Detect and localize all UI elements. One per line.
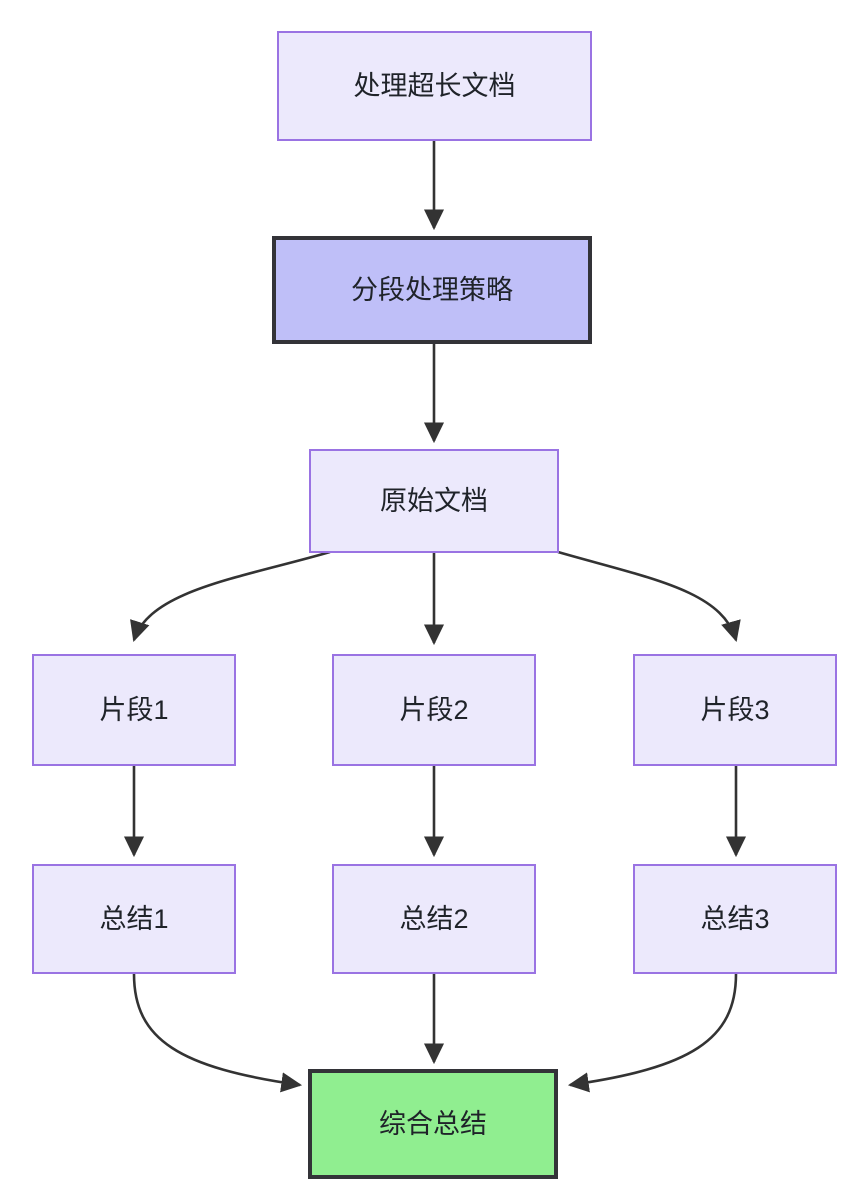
node-summary-1[interactable]: 总结1 bbox=[32, 864, 236, 974]
edge-summary1-to-final bbox=[132, 973, 303, 1093]
edge-source-to-chunk1 bbox=[130, 550, 331, 642]
node-chunk-2[interactable]: 片段2 bbox=[332, 654, 536, 766]
node-label: 片段2 bbox=[399, 694, 469, 725]
node-label: 总结1 bbox=[99, 903, 169, 934]
edge-source-to-chunk3 bbox=[557, 550, 741, 643]
node-label: 总结2 bbox=[399, 903, 469, 934]
node-source-document[interactable]: 原始文档 bbox=[309, 449, 559, 553]
node-label: 分段处理策略 bbox=[351, 274, 513, 305]
node-summary-3[interactable]: 总结3 bbox=[633, 864, 837, 974]
node-chunked-processing-strategy[interactable]: 分段处理策略 bbox=[272, 236, 592, 344]
node-label: 总结3 bbox=[700, 903, 770, 934]
node-label: 综合总结 bbox=[379, 1108, 487, 1139]
node-chunk-1[interactable]: 片段1 bbox=[32, 654, 236, 766]
node-final-combined-summary[interactable]: 综合总结 bbox=[308, 1069, 558, 1179]
node-label: 片段3 bbox=[700, 694, 770, 725]
node-chunk-3[interactable]: 片段3 bbox=[633, 654, 837, 766]
node-summary-2[interactable]: 总结2 bbox=[332, 864, 536, 974]
node-label: 片段1 bbox=[99, 694, 169, 725]
node-process-long-document[interactable]: 处理超长文档 bbox=[277, 31, 592, 141]
node-label: 原始文档 bbox=[380, 485, 488, 516]
node-label: 处理超长文档 bbox=[353, 70, 516, 101]
edge-summary3-to-final bbox=[567, 973, 738, 1093]
